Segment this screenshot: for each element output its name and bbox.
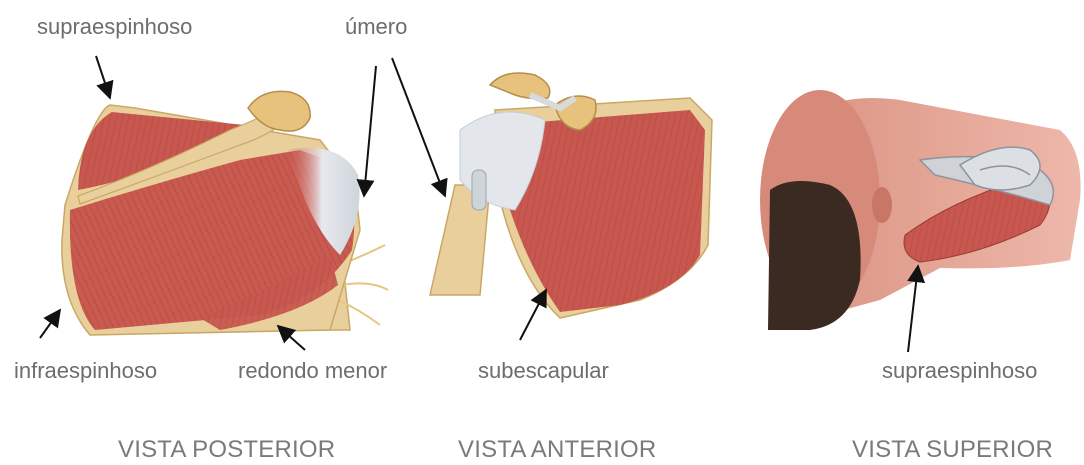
- label-redondo-menor: redondo menor: [238, 358, 387, 384]
- label-subescapular: subescapular: [478, 358, 609, 384]
- hair: [768, 181, 861, 330]
- biceps-tendon: [472, 170, 486, 210]
- label-infraespinhoso: infraespinhoso: [14, 358, 157, 384]
- caption-vista-posterior: VISTA POSTERIOR: [118, 436, 335, 464]
- label-supraespinhoso-top: supraespinhoso: [37, 14, 192, 40]
- label-supraespinhoso-right: supraespinhoso: [882, 358, 1037, 384]
- arrow-umero-posterior: [364, 66, 376, 196]
- ligament: [530, 95, 575, 108]
- anterior-view-illustration: [430, 73, 712, 318]
- caption-vista-anterior: VISTA ANTERIOR: [458, 436, 656, 464]
- arrow-subescapular: [520, 290, 546, 340]
- ear: [872, 187, 892, 223]
- clavicle: [490, 73, 550, 99]
- caption-vista-superior: VISTA SUPERIOR: [852, 436, 1053, 464]
- label-umero: úmero: [345, 14, 407, 40]
- arrow-infraespinhoso: [40, 310, 60, 338]
- arrow-supraespinhoso-top: [96, 56, 110, 98]
- arrow-umero-anterior: [392, 58, 445, 196]
- posterior-view-illustration: [62, 91, 388, 335]
- superior-view-illustration: [760, 90, 1081, 330]
